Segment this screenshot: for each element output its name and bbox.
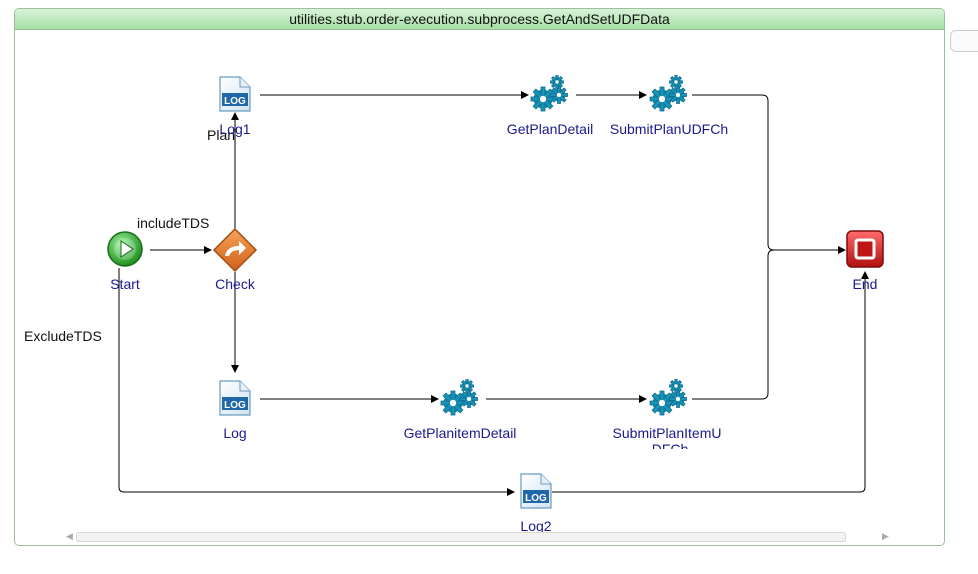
- edge-label-include-tds: includeTDS: [137, 215, 210, 231]
- gears-icon: [649, 75, 687, 112]
- gears-icon: [649, 379, 687, 416]
- svg-text:LOG: LOG: [525, 493, 547, 504]
- submit-planitem-udf-node[interactable]: [649, 379, 689, 422]
- log-icon: LOG: [219, 76, 251, 112]
- edge-start-log2: [118, 268, 515, 496]
- log2-label: Log2: [520, 518, 552, 534]
- get-plan-detail-label: GetPlanDetail: [506, 121, 594, 137]
- scrollbar-thumb[interactable]: [76, 532, 846, 542]
- end-label: End: [852, 276, 878, 292]
- submit-planitem-udf-label-overflow: DFCh: [600, 441, 740, 449]
- get-planitem-detail-label: GetPlanitemDetail: [403, 425, 517, 441]
- get-planitem-detail-node[interactable]: [440, 379, 480, 422]
- edge-submitplanitem-end: [692, 249, 775, 400]
- window-title: utilities.stub.order-execution.subproces…: [15, 9, 944, 30]
- check-node[interactable]: [212, 227, 258, 278]
- start-icon: [107, 231, 143, 267]
- start-node[interactable]: [107, 231, 145, 274]
- log-icon: LOG: [219, 380, 251, 416]
- edge-log2-end: [552, 271, 869, 493]
- scroll-right-icon[interactable]: ▶: [882, 531, 889, 541]
- log1-label: Log1: [219, 121, 251, 137]
- start-label: Start: [110, 276, 140, 292]
- gears-icon: [530, 75, 568, 112]
- decision-icon: [212, 227, 258, 273]
- check-label: Check: [215, 276, 255, 292]
- log2-node[interactable]: LOG: [519, 472, 553, 515]
- submit-plan-udf-node[interactable]: [649, 75, 689, 118]
- log1-node[interactable]: LOG: [218, 75, 252, 118]
- end-icon: [846, 230, 884, 268]
- gears-icon: [440, 379, 478, 416]
- edge-submitplan-end: [692, 94, 846, 254]
- submit-planitem-udf-label-line2: DFCh: [651, 441, 689, 449]
- svg-text:LOG: LOG: [224, 96, 246, 107]
- end-node[interactable]: [846, 230, 886, 275]
- scroll-left-icon[interactable]: ◀: [66, 531, 73, 541]
- log-icon: LOG: [520, 473, 552, 509]
- side-panel-tab[interactable]: [950, 30, 978, 52]
- submit-planitem-udf-label: SubmitPlanItemU: [612, 425, 722, 441]
- get-plan-detail-node[interactable]: [530, 75, 570, 118]
- log-label: Log: [223, 425, 247, 441]
- horizontal-scrollbar[interactable]: ◀ ▶: [62, 529, 892, 543]
- edge-label-exclude-tds: ExcludeTDS: [24, 328, 102, 344]
- log-node[interactable]: LOG: [218, 379, 252, 422]
- process-diagram-window: utilities.stub.order-execution.subproces…: [14, 8, 945, 546]
- edge-label-plan: Plan: [207, 127, 236, 143]
- svg-text:LOG: LOG: [224, 400, 246, 411]
- submit-plan-udf-label: SubmitPlanUDFCh: [609, 121, 729, 137]
